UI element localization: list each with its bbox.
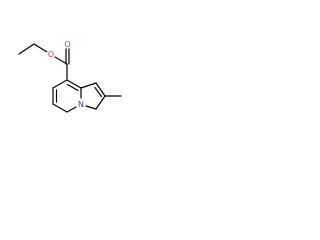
bond-c6-c5 — [52, 103, 68, 113]
bond-c8-c7 — [52, 79, 68, 89]
bond-c2-c3 — [95, 95, 106, 110]
bond-o-carbonyl-carbon — [54, 56, 68, 65]
bond-c8a-c1 — [80, 82, 97, 89]
ring-nitrogen-atom: N — [76, 99, 86, 109]
bond-c1-c2 — [95, 82, 106, 97]
bond-ethyl-ch2-o — [33, 43, 48, 53]
carbonyl-oxygen-atom: O — [63, 39, 72, 49]
ester-oxygen-label: O — [48, 50, 54, 59]
bond-c3-n — [85, 105, 97, 110]
bond-ethyl-ch3-ch2 — [18, 43, 35, 55]
bond-c1-c2-inner — [94, 86, 103, 98]
bond-c8a-c8 — [66, 79, 82, 89]
bond-c5-n — [66, 106, 77, 113]
carbonyl-oxygen-label: O — [64, 40, 70, 49]
ring-nitrogen-label: N — [78, 100, 84, 109]
bond-c8a-c8-inner — [66, 83, 79, 92]
molecule-structure: O O N — [18, 39, 122, 113]
ester-oxygen-atom: O — [46, 49, 56, 59]
